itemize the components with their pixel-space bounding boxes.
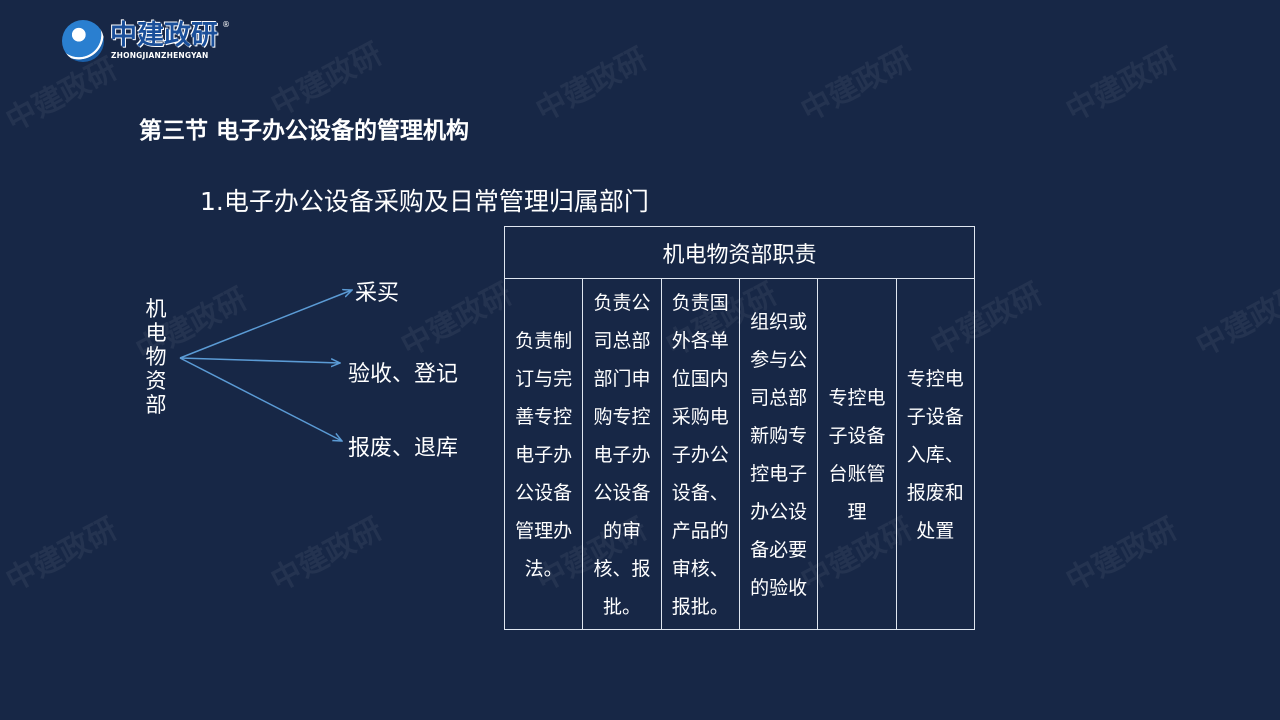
duty-table-header: 机电物资部职责 [505,227,974,279]
arrow-to-branch-1 [179,290,352,359]
branch-acceptance: 验收、登记 [348,362,459,387]
duty-column: 负责制订与完善专控电子办公设备管理办法。 [505,279,584,630]
duty-table: 机电物资部职责 负责制订与完善专控电子办公设备管理办法。 负责公司总部部门申购专… [504,226,975,630]
duty-column: 组织或参与公司总部新购专控电子办公设备必要的验收 [740,279,819,630]
logo-subtitle: ZHONGJIANZHENGYAN [111,51,209,60]
duty-table-columns: 负责制订与完善专控电子办公设备管理办法。 负责公司总部部门申购专控电子办公设备的… [505,279,974,630]
arrow-to-branch-2 [179,357,340,363]
duty-column: 专控电子设备台账管理 [818,279,897,630]
duty-text: 负责国外各单位国内采购电子办公设备、产品的审核、报批。 [671,291,729,618]
branch-purchase: 采买 [355,281,400,306]
section-title: 第三节 电子办公设备的管理机构 [139,118,470,144]
duty-column: 专控电子设备入库、报废和处置 [897,279,974,630]
duty-text: 组织或参与公司总部新购专控电子办公设备必要的验收 [750,310,808,599]
subtitle: 1.电子办公设备采购及日常管理归属部门 [200,187,649,216]
duty-text: 专控电子设备入库、报废和处置 [906,367,964,542]
duty-text: 专控电子设备台账管理 [828,386,886,523]
department-label: 机电物资部 [145,297,167,417]
duty-column: 负责国外各单位国内采购电子办公设备、产品的审核、报批。 [662,279,740,630]
duty-text: 负责制订与完善专控电子办公设备管理办法。 [515,329,573,580]
logo-emblem-icon [62,20,104,62]
branch-disposal: 报废、退库 [348,436,459,461]
duty-text: 负责公司总部部门申购专控电子办公设备的审核、报批。 [593,291,651,618]
company-logo: 中建政研 ZHONGJIANZHENGYAN ® [62,20,232,64]
logo-name: 中建政研 [110,20,218,51]
arrow-to-branch-3 [179,357,342,441]
registered-mark: ® [222,20,230,29]
duty-column: 负责公司总部部门申购专控电子办公设备的审核、报批。 [583,279,662,630]
